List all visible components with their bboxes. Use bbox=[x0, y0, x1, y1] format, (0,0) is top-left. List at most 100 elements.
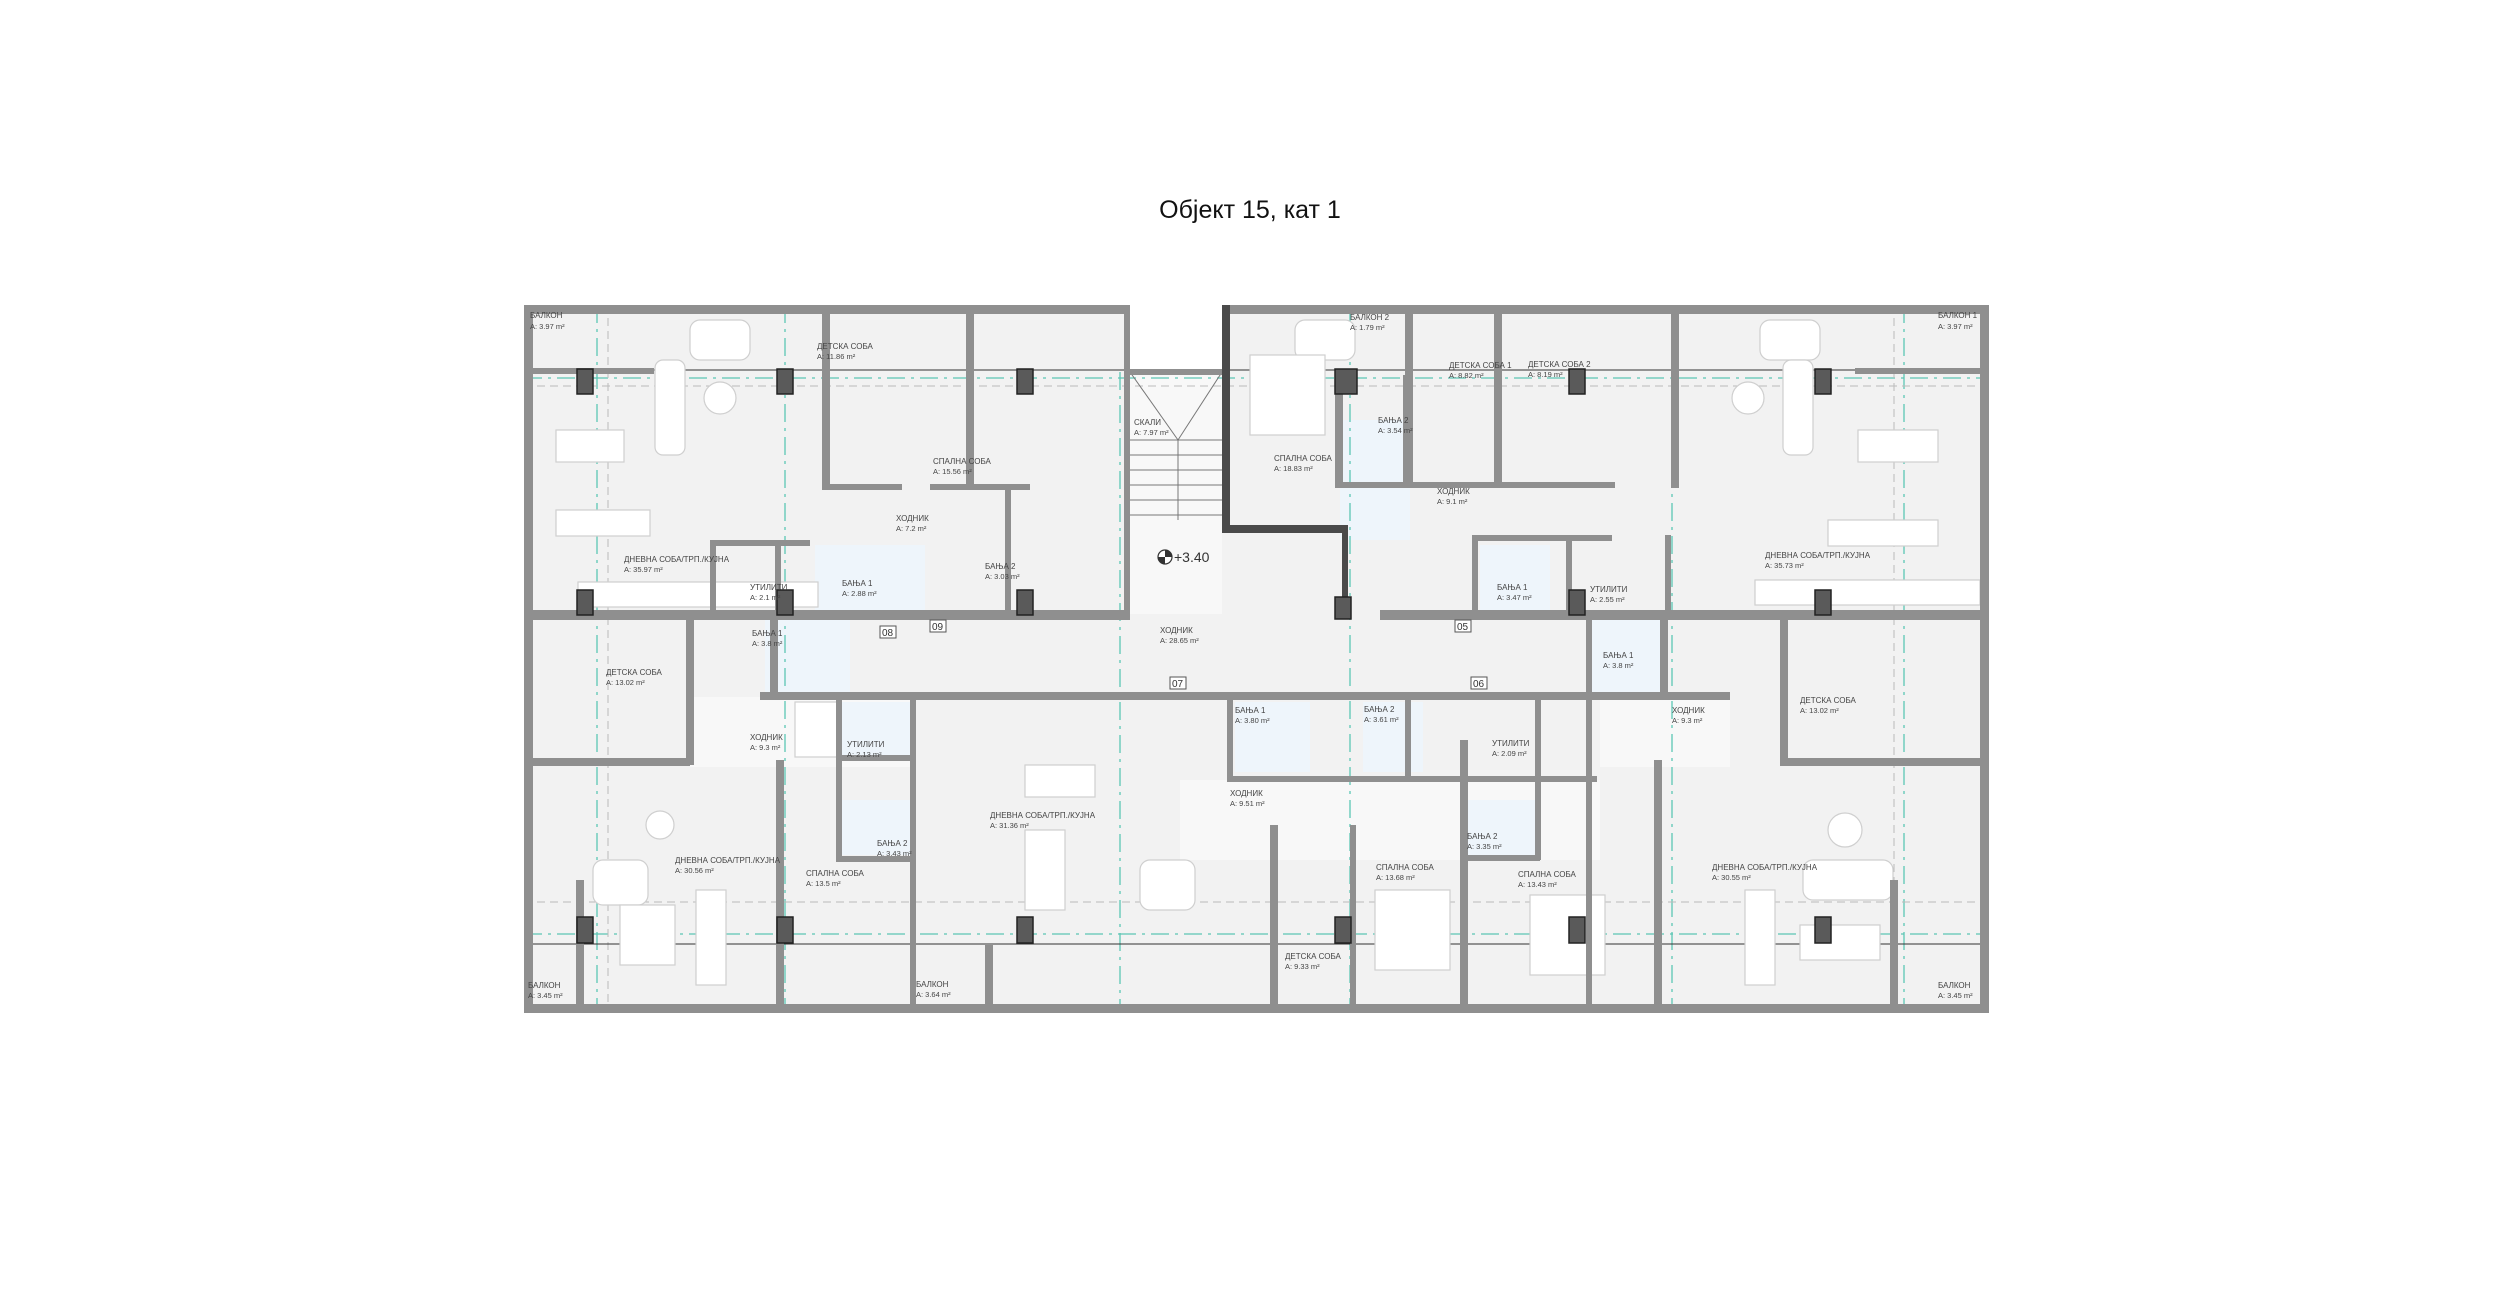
room-area: A: 13.5 m² bbox=[806, 879, 841, 888]
room-area: A: 2.1 m² bbox=[750, 593, 781, 602]
room-name: БАЊА 2 bbox=[877, 839, 908, 848]
room-name: БАЊА 1 bbox=[1497, 583, 1528, 592]
room-name: УТИЛИТИ bbox=[1492, 739, 1530, 748]
room-area: A: 9.33 m² bbox=[1285, 962, 1320, 971]
room-name: УТИЛИТИ bbox=[750, 583, 788, 592]
room-area: A: 35.97 m² bbox=[624, 565, 663, 574]
room-name: БАЊА 1 bbox=[842, 579, 873, 588]
room-area: A: 15.56 m² bbox=[933, 467, 972, 476]
room-area: A: 7.2 m² bbox=[896, 524, 927, 533]
level-marker: +3.40 bbox=[1157, 549, 1210, 565]
room-area: A: 11.86 m² bbox=[817, 352, 856, 361]
room-name: ХОДНИК bbox=[896, 514, 929, 523]
room-name: УТИЛИТИ bbox=[847, 740, 885, 749]
room-name: ДНЕВНА СОБА/ТРП./КУЈНА bbox=[675, 856, 781, 865]
room-area: A: 3.47 m² bbox=[1497, 593, 1532, 602]
room-name: БАЛКОН bbox=[1938, 981, 1971, 990]
room-area: A: 9.3 m² bbox=[750, 743, 781, 752]
room-fills bbox=[524, 305, 1989, 1013]
room-name: ДНЕВНА СОБА/ТРП./КУЈНА bbox=[990, 811, 1096, 820]
room-area: A: 7.97 m² bbox=[1134, 428, 1169, 437]
room-name: ДЕТСКА СОБА bbox=[817, 342, 874, 351]
room-name: ДНЕВНА СОБА/ТРП./КУЈНА bbox=[624, 555, 730, 564]
room-name: ДЕТСКА СОБА 2 bbox=[1528, 360, 1591, 369]
room-name: БАЊА 1 bbox=[1603, 651, 1634, 660]
apartment-tag: 05 bbox=[1457, 622, 1469, 633]
room-name: СПАЛНА СОБА bbox=[1274, 454, 1333, 463]
room-area: A: 1.79 m² bbox=[1350, 323, 1385, 332]
room-name: БАЊА 1 bbox=[752, 629, 783, 638]
room-area: A: 3.64 m² bbox=[916, 990, 951, 999]
apartment-tag: 08 bbox=[882, 628, 894, 639]
room-name: ДЕТСКА СОБА bbox=[1285, 952, 1342, 961]
room-area: A: 3.45 m² bbox=[1938, 991, 1973, 1000]
room-area: A: 3.97 m² bbox=[1938, 322, 1973, 331]
room-area: A: 18.83 m² bbox=[1274, 464, 1313, 473]
room-name: ДЕТСКА СОБА 1 bbox=[1449, 361, 1512, 370]
room-area: A: 9.1 m² bbox=[1437, 497, 1468, 506]
room-name: ДНЕВНА СОБА/ТРП./КУЈНА bbox=[1765, 551, 1871, 560]
room-area: A: 30.56 m² bbox=[675, 866, 714, 875]
room-area: A: 3.8 m² bbox=[752, 639, 783, 648]
room-name: БАЛКОН 2 bbox=[1350, 313, 1390, 322]
room-area: A: 3.97 m² bbox=[530, 322, 565, 331]
room-area: A: 28.65 m² bbox=[1160, 636, 1199, 645]
room-area: A: 3.45 m² bbox=[528, 991, 563, 1000]
room-name: БАЛКОН bbox=[528, 981, 561, 990]
room-name: СКАЛИ bbox=[1134, 418, 1161, 427]
room-area: A: 8.19 m² bbox=[1528, 370, 1563, 379]
room-area: A: 3.8 m² bbox=[1603, 661, 1634, 670]
room-area: A: 3.80 m² bbox=[1235, 716, 1270, 725]
room-area: A: 13.02 m² bbox=[606, 678, 645, 687]
room-area: A: 9.51 m² bbox=[1230, 799, 1265, 808]
room-name: БАЊА 2 bbox=[1364, 705, 1395, 714]
room-area: A: 3.43 m² bbox=[877, 849, 912, 858]
room-area: A: 2.88 m² bbox=[842, 589, 877, 598]
room-name: ДЕТСКА СОБА bbox=[1800, 696, 1857, 705]
room-name: СПАЛНА СОБА bbox=[1376, 863, 1435, 872]
room-name: ХОДНИК bbox=[1672, 706, 1705, 715]
room-area: A: 31.36 m² bbox=[990, 821, 1029, 830]
apartment-tag: 06 bbox=[1473, 679, 1485, 690]
room-name: ХОДНИК bbox=[1437, 487, 1470, 496]
room-name: СПАЛНА СОБА bbox=[806, 869, 865, 878]
room-name: БАЛКОН 1 bbox=[1938, 311, 1978, 320]
walls bbox=[524, 305, 1989, 1013]
room-name: ХОДНИК bbox=[750, 733, 783, 742]
room-area: A: 13.68 m² bbox=[1376, 873, 1415, 882]
staircase bbox=[1129, 371, 1223, 520]
room-area: A: 2.55 m² bbox=[1590, 595, 1625, 604]
room-name: БАЊА 2 bbox=[985, 562, 1016, 571]
room-area: A: 13.43 m² bbox=[1518, 880, 1557, 889]
room-area: A: 13.02 m² bbox=[1800, 706, 1839, 715]
room-area: A: 3.54 m² bbox=[1378, 426, 1413, 435]
room-name: БАЊА 2 bbox=[1467, 832, 1498, 841]
furniture bbox=[555, 319, 1981, 986]
room-name: БАЊА 2 bbox=[1378, 416, 1409, 425]
room-name: СПАЛНА СОБА bbox=[1518, 870, 1577, 879]
apartment-tag: 07 bbox=[1172, 679, 1184, 690]
room-name: ХОДНИК bbox=[1230, 789, 1263, 798]
apartment-tag: 09 bbox=[932, 622, 944, 633]
room-area: A: 2.13 m² bbox=[847, 750, 882, 759]
room-area: A: 8.82 m² bbox=[1449, 371, 1484, 380]
room-area: A: 3.03 m² bbox=[985, 572, 1020, 581]
room-area: A: 9.3 m² bbox=[1672, 716, 1703, 725]
room-name: ХОДНИК bbox=[1160, 626, 1193, 635]
room-name: БАЛКОН bbox=[916, 980, 949, 989]
room-name: СПАЛНА СОБА bbox=[933, 457, 992, 466]
room-area: A: 30.55 m² bbox=[1712, 873, 1751, 882]
room-area: A: 2.09 m² bbox=[1492, 749, 1527, 758]
room-name: УТИЛИТИ bbox=[1590, 585, 1628, 594]
room-area: A: 3.35 m² bbox=[1467, 842, 1502, 851]
room-name: ДЕТСКА СОБА bbox=[606, 668, 663, 677]
level-mark-text: +3.40 bbox=[1174, 549, 1210, 565]
room-area: A: 3.61 m² bbox=[1364, 715, 1399, 724]
apartment-tags: 08 09 05 07 06 bbox=[879, 619, 1488, 690]
room-name: ДНЕВНА СОБА/ТРП./КУЈНА bbox=[1712, 863, 1818, 872]
room-name: БАЊА 1 bbox=[1235, 706, 1266, 715]
room-name: БАЛКОН bbox=[530, 311, 563, 320]
room-area: A: 35.73 m² bbox=[1765, 561, 1804, 570]
